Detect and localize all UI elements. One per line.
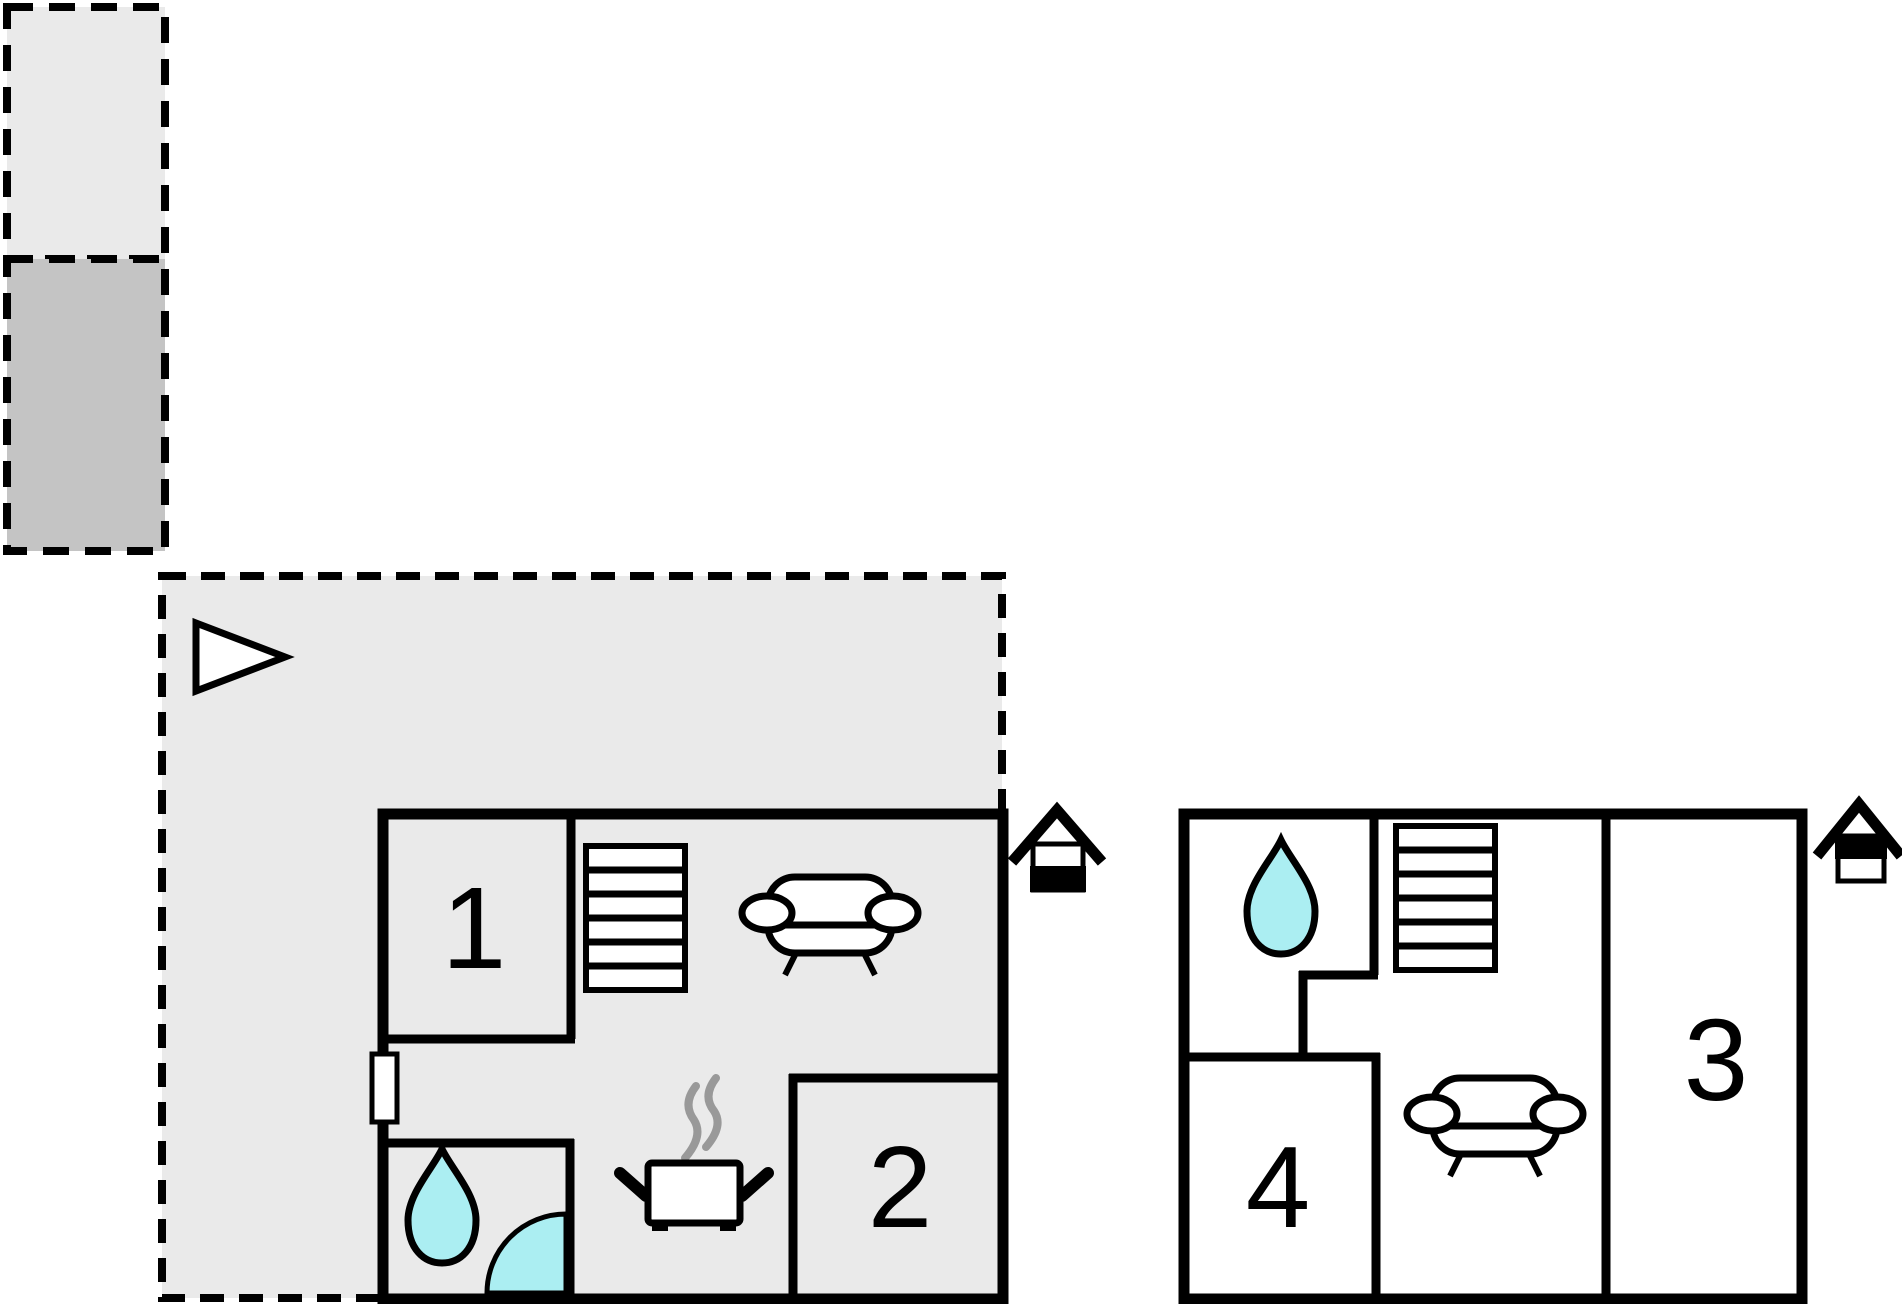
upper-floor-plan: 3 4 <box>1178 808 1808 1304</box>
room-number-2: 2 <box>868 1122 933 1252</box>
house-roof <box>1812 795 1902 860</box>
pot-handle <box>736 1167 774 1202</box>
direction-arrow-icon <box>192 617 295 697</box>
door-swing-icon <box>484 1211 569 1296</box>
room-number-1: 1 <box>442 863 507 993</box>
house-filled-level <box>1835 834 1887 859</box>
room-number-3: 3 <box>1684 995 1749 1125</box>
house-roof <box>1007 801 1107 866</box>
steam-icon <box>681 1082 702 1162</box>
patio-small-dark-area <box>3 255 169 555</box>
water-drop-icon <box>1247 840 1315 954</box>
patio-small-light-area <box>3 3 169 263</box>
staircase-icon <box>1396 826 1495 970</box>
ground-floor-plan: 1 2 <box>369 808 1009 1304</box>
house-lower-half-filled-icon <box>1007 801 1107 893</box>
steam-icon <box>702 1074 722 1151</box>
sofa-icon <box>1407 1078 1583 1176</box>
house-filled-level <box>1030 866 1086 892</box>
room-number-4: 4 <box>1246 1122 1311 1252</box>
house-upper-half-filled-icon <box>1812 795 1902 884</box>
window-marker-icon <box>369 1051 400 1125</box>
staircase-icon <box>586 846 685 990</box>
pot-handle <box>614 1167 652 1202</box>
cooking-pot-group <box>614 1074 774 1231</box>
cooking-pot-icon <box>644 1159 744 1227</box>
